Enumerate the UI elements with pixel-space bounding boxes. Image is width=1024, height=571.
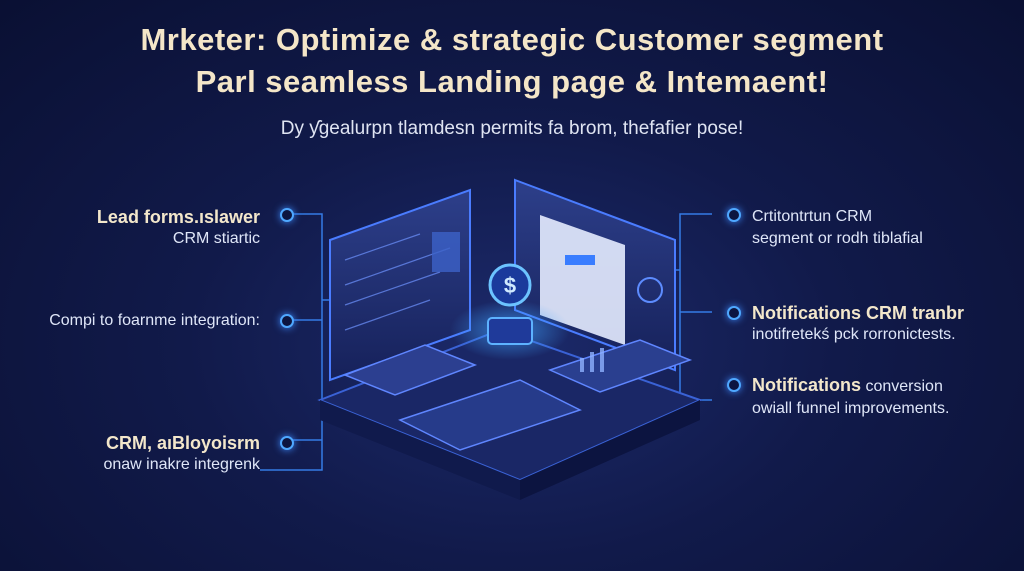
connector-node-left-2 xyxy=(280,314,294,328)
callout-notifications-1-head: Notifications CRM tranbr xyxy=(752,303,965,323)
dollar-coin-icon xyxy=(488,263,532,307)
callout-notifications-1: Notifications CRM tranbr inotifretekś pc… xyxy=(752,302,1012,346)
callout-notifications-2-head: Notifications xyxy=(752,375,862,395)
connector-node-right-3 xyxy=(727,378,741,392)
connector-node-right-1 xyxy=(727,208,741,222)
front-center-tablet xyxy=(398,379,582,451)
callout-crm-left: CRM, aıBloyoisrm onaw inakre integrenk xyxy=(40,432,260,476)
front-right-tablet xyxy=(547,339,693,393)
callout-notifications-2-head-rest: conversion xyxy=(861,378,943,395)
callout-crm-right-line2: segment or rodh tiblafial xyxy=(752,230,923,247)
connector-node-right-2 xyxy=(727,306,741,320)
connector-node-left-1 xyxy=(280,208,294,222)
callout-notifications-1-line: inotifretekś pck rorronictests. xyxy=(752,326,956,343)
subtitle: Dy ƴgealurpn tlamdesn permits fa brom, t… xyxy=(280,118,744,139)
callout-integration: Compi to foarnme integration: xyxy=(10,310,260,332)
callout-lead-forms-head: Lead forms.ıslawer xyxy=(96,207,260,227)
callout-lead-forms: Lead forms.ıslawer CRM stiartic xyxy=(40,206,260,250)
svg-text:$: $ xyxy=(504,273,516,298)
callout-notifications-2-line: owiall funnel improvements. xyxy=(752,400,950,417)
callout-lead-forms-line: CRM stiartic xyxy=(172,230,260,247)
callout-crm-left-line: onaw inakre integrenk xyxy=(103,456,260,473)
front-left-tablet xyxy=(342,344,478,396)
connector-node-left-3 xyxy=(280,436,294,450)
callout-crm-right: Crtitontrtun CRM segment or rodh tiblafi… xyxy=(752,206,1012,250)
callout-crm-left-head: CRM, aıBloyoisrm xyxy=(105,433,260,453)
callout-crm-right-line1: Crtitontrtun CRM xyxy=(752,208,873,225)
headline-line-1: Mrketer: Optimize & strategic Customer s… xyxy=(140,22,884,57)
callout-notifications-2: Notifications conversion owiall funnel i… xyxy=(752,374,1012,420)
callout-integration-line: Compi to foarnme integration: xyxy=(49,312,260,329)
headline-line-2: Parl seamless Landing page & Intemaent! xyxy=(195,64,829,99)
